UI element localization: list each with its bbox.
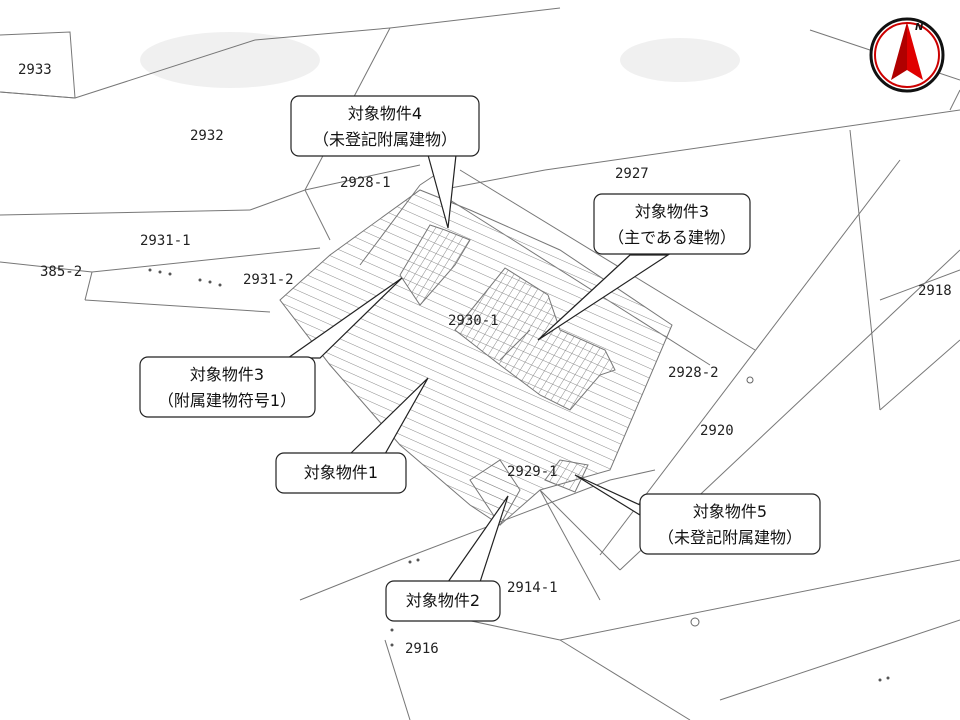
background-texture [140, 32, 740, 88]
callout-obj5: 対象物件5 （未登記附属建物） [639, 493, 821, 555]
callout-obj3-main-line1: 対象物件3 [635, 202, 709, 221]
north-arrow-icon: N [869, 17, 945, 93]
callout-obj3-annex: 対象物件3 （附属建物符号1） [139, 356, 316, 418]
callout-obj3-main: 対象物件3 （主である建物） [593, 193, 751, 255]
callout-obj3-annex-line2: （附属建物符号1） [158, 391, 296, 410]
callouts: 対象物件4 （未登記附属建物） 対象物件3 （主である建物） 対象物件3 （附属… [139, 95, 821, 622]
parcel-label: 2931-1 [140, 233, 191, 249]
callout-pointers [286, 154, 671, 583]
parcel-label: 2929-1 [507, 464, 558, 480]
parcel-label: 2931-2 [243, 272, 294, 288]
callout-obj5-line1: 対象物件5 [693, 502, 767, 521]
parcel-label: 2933 [18, 62, 52, 78]
callout-obj1-line1: 対象物件1 [304, 463, 378, 482]
pointer-obj3-main [537, 254, 671, 341]
parcel-label: 2932 [190, 128, 224, 144]
callout-obj2-line1: 対象物件2 [406, 591, 480, 610]
survey-markers [690, 376, 754, 627]
parcel-labels: 2933 2932 2928-1 2931-1 385-2 2931-2 292… [18, 62, 952, 657]
area-obj4 [399, 224, 471, 306]
compass-letter: N [915, 22, 924, 33]
parcel-label: 2914-1 [507, 580, 558, 596]
parcel-label: 2928-1 [340, 175, 391, 191]
area-obj2 [469, 459, 521, 526]
area-obj3-main [454, 267, 616, 411]
callout-obj4: 対象物件4 （未登記附属建物） [290, 95, 480, 157]
parcel-label: 2918 [918, 283, 952, 299]
boundary-dots [148, 268, 890, 682]
parcel-label: 2927 [615, 166, 649, 182]
parcel-label: 2930-1 [448, 313, 499, 329]
area-obj1 [279, 189, 673, 526]
parcel-label: 2928-2 [668, 365, 719, 381]
callout-obj3-annex-line1: 対象物件3 [190, 365, 264, 384]
callout-obj3-main-line2: （主である建物） [608, 228, 736, 247]
target-property-areas [279, 164, 673, 526]
callout-obj4-line2: （未登記附属建物） [313, 130, 457, 149]
area-obj5 [544, 459, 589, 493]
callout-obj4-line1: 対象物件4 [348, 104, 422, 123]
callout-obj2: 対象物件2 [385, 580, 501, 622]
parcel-label: 2916 [405, 641, 439, 657]
parcel-label: 2920 [700, 423, 734, 439]
parcel-label: 385-2 [40, 264, 82, 280]
callout-obj5-line2: （未登記附属建物） [658, 528, 802, 547]
callout-obj1: 対象物件1 [275, 452, 407, 494]
